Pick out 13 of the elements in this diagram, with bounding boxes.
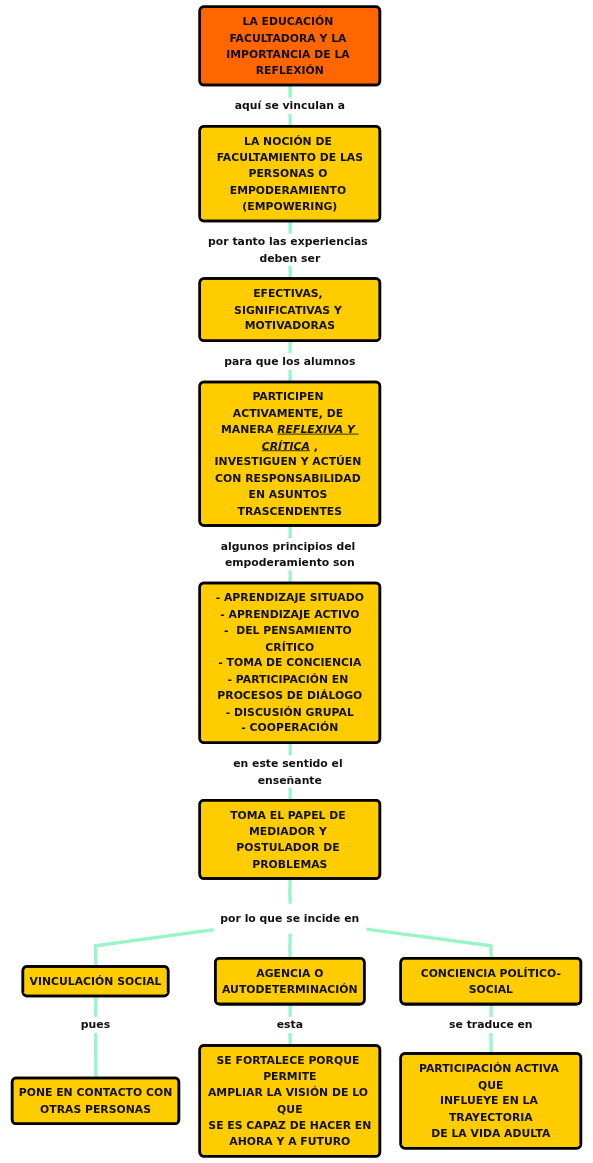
edge-label: esta xyxy=(276,1018,303,1031)
connector xyxy=(366,927,493,959)
edge-label: por tanto las experiencias deben ser xyxy=(208,235,368,264)
connector xyxy=(288,878,292,905)
node-text: por lo que se incide en xyxy=(220,911,360,925)
edge-label: pues xyxy=(80,1018,111,1031)
edge-label: se traduce en xyxy=(449,1018,533,1031)
edge-label: en este sentido el enseñante xyxy=(233,756,343,786)
connector xyxy=(93,927,215,967)
edge-label: aquí se vinculan a xyxy=(234,99,346,112)
edge-label: algunos principios del empoderamiento son xyxy=(220,539,356,569)
connector xyxy=(288,933,292,959)
edge-label: para que los alumnos xyxy=(224,354,356,368)
